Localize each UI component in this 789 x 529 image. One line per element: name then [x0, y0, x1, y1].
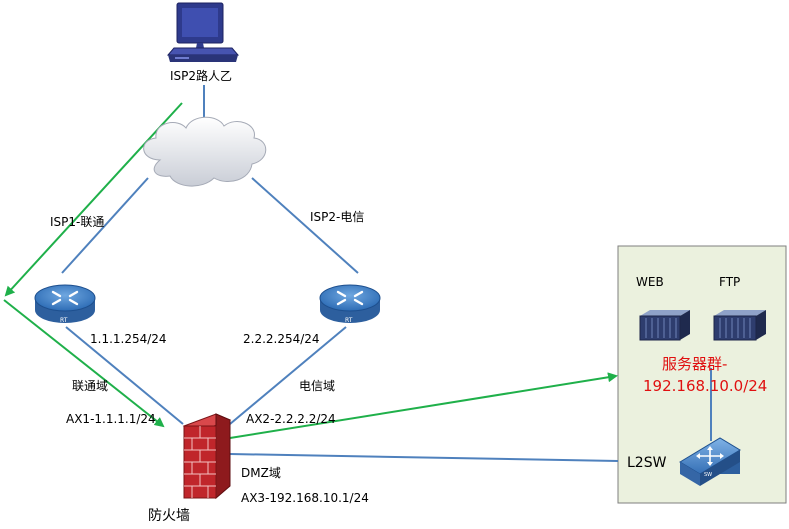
switch-icon [679, 437, 741, 486]
router-right-tag: RT [345, 317, 353, 324]
link-cloud-rt-right [251, 177, 359, 274]
ax2-label: AX2-2.2.2.2/24 [246, 412, 336, 426]
zone-dmz-label: DMZ域 [241, 466, 281, 480]
flow-arrow-to-isp1 [4, 102, 183, 297]
zone-telecom-label: 电信域 [299, 379, 335, 393]
web-server-icon [639, 310, 690, 341]
link-firewall-switch [229, 453, 619, 462]
link-rt-right-firewall [229, 326, 347, 425]
switch-label: L2SW [627, 455, 667, 471]
switch-tag: SW [704, 472, 712, 478]
ax1-label: AX1-1.1.1.1/24 [66, 412, 156, 426]
isp2-label: ISP2-电信 [310, 210, 364, 224]
server-group-subnet: 192.168.10.0/24 [643, 377, 767, 395]
ftp-server-icon [713, 310, 766, 341]
link-cloud-rt-left [61, 177, 149, 274]
isp1-label: ISP1-联通 [50, 215, 104, 229]
zone-unicom-label: 联通域 [72, 379, 108, 393]
server-group-title: 服务器群- [662, 355, 727, 373]
router-left-ip: 1.1.1.254/24 [90, 332, 167, 346]
router-left-tag: RT [60, 317, 68, 324]
pc-icon [166, 2, 240, 62]
pc-label: ISP2路人乙 [170, 68, 232, 83]
router-right-icon [319, 284, 381, 323]
router-left-icon [34, 284, 96, 323]
link-rt-left-firewall [65, 326, 184, 425]
firewall-icon [182, 413, 232, 500]
cloud-icon [143, 116, 267, 187]
flow-arrow-to-firewall [3, 299, 165, 428]
traffic-flow [3, 102, 618, 439]
ftp-label: FTP [719, 275, 740, 289]
flow-arrow-to-servers [229, 372, 618, 439]
ax3-label: AX3-192.168.10.1/24 [241, 491, 369, 505]
router-right-ip: 2.2.2.254/24 [243, 332, 320, 346]
web-label: WEB [636, 275, 664, 289]
firewall-label: 防火墙 [148, 508, 190, 524]
